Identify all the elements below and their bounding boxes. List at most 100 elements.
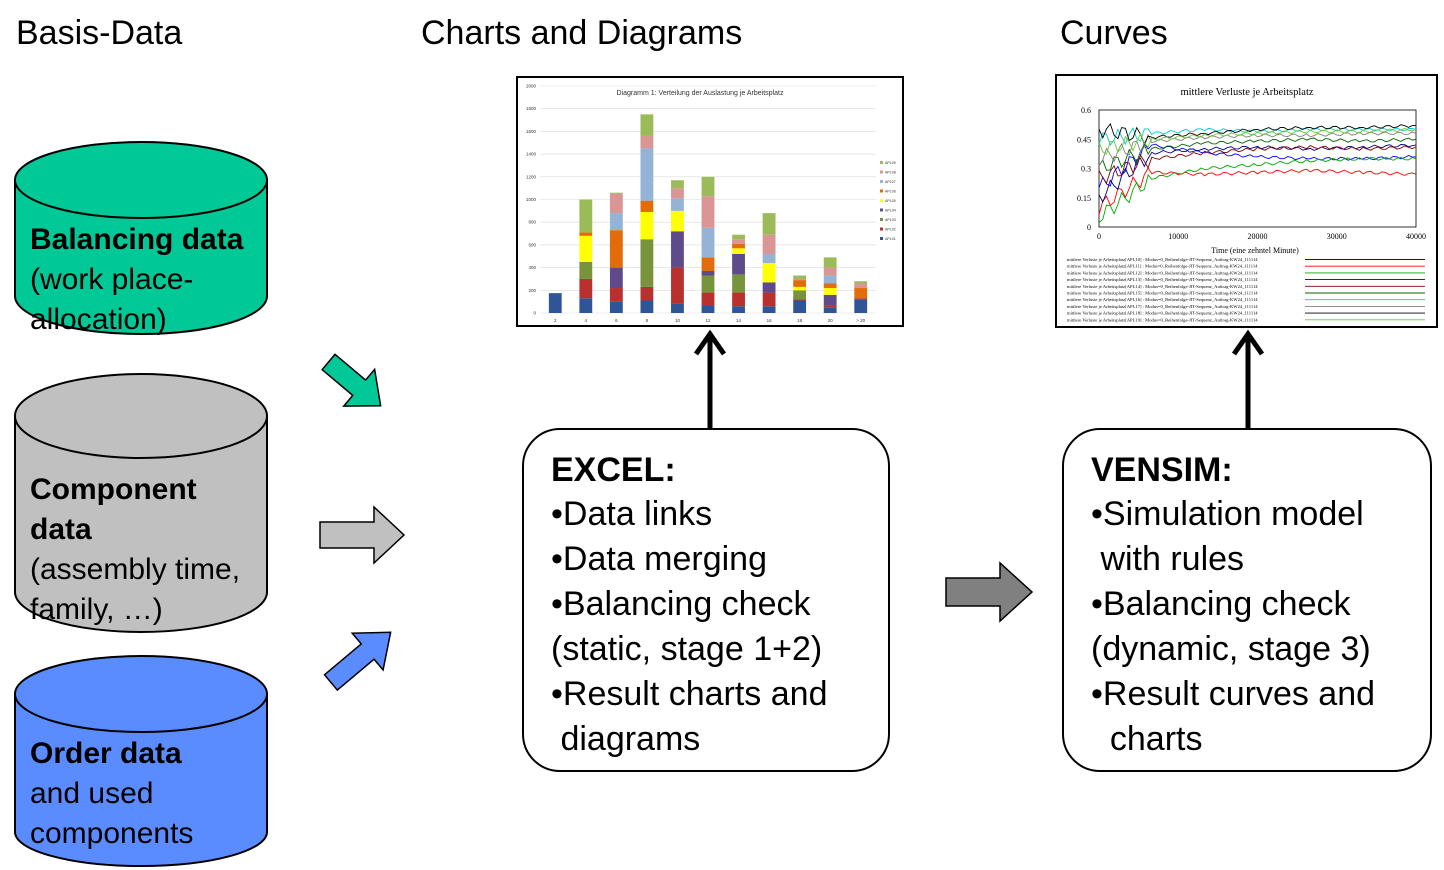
bar-segment <box>823 275 837 284</box>
bar-segment <box>732 248 745 254</box>
bar-segment <box>854 298 868 300</box>
bar-x-tick-label: 20 <box>828 318 834 323</box>
header-curves: Curves <box>1060 14 1168 52</box>
balancing-data-line2: allocation) <box>30 303 167 336</box>
curve-series-line <box>1098 167 1417 215</box>
bar-segment <box>823 294 837 306</box>
vensim-line-2: with rules <box>1091 540 1245 578</box>
excel-bar-chart: Diagramm 1: Verteilung der Auslastung je… <box>516 76 904 327</box>
bar-segment <box>579 235 593 262</box>
bar-segment <box>823 257 837 268</box>
bar-segment <box>762 253 776 264</box>
bar-y-tick-label: 800 <box>528 220 536 225</box>
curve-plot-frame <box>1098 109 1417 228</box>
bar-segment <box>823 305 837 308</box>
bar-segment <box>732 253 745 275</box>
bar-chart-title: Diagramm 1: Verteilung der Auslastung je… <box>617 90 784 97</box>
component-data-title-2: data <box>30 513 92 546</box>
curve-legend-label: mittlere Verluste je Arbeitsplatz[APL16]… <box>1067 297 1258 302</box>
bar-legend-swatch <box>880 237 883 240</box>
bar-segment <box>732 292 745 307</box>
gray-arrow <box>319 505 406 565</box>
balancing-data-line1: (work place- <box>30 263 194 296</box>
curve-legend-label: mittlere Verluste je Arbeitsplatz[APL12]… <box>1067 270 1258 275</box>
bar-x-tick-label: > 20 <box>856 318 865 323</box>
bar-legend-swatch <box>880 218 883 221</box>
bar-y-tick-label: 1200 <box>526 174 537 179</box>
bar-segment <box>823 307 837 313</box>
curve-series-line <box>1098 131 1417 167</box>
bar-x-tick-label: 6 <box>615 318 618 323</box>
bar-legend-label: APL09 <box>885 161 896 165</box>
curve-x-tick-label: 40000 <box>1406 232 1426 241</box>
bar-x-tick-label: 12 <box>705 318 711 323</box>
bar-segment <box>671 267 684 304</box>
component-data-line2: family, …) <box>30 593 163 626</box>
bar-segment <box>671 188 684 199</box>
bar-segment <box>671 231 684 268</box>
curve-y-tick-label: 0.3 <box>1081 165 1091 174</box>
curve-legend-label: mittlere Verluste je Arbeitsplatz[APL19]… <box>1067 317 1258 322</box>
bar-segment <box>762 234 776 254</box>
component-data-line1: (assembly time, <box>30 553 241 586</box>
curve-y-tick-label: 0.15 <box>1077 194 1091 203</box>
bar-y-tick-label: 400 <box>528 265 536 270</box>
bar-y-tick-label: 600 <box>528 242 536 247</box>
vensim-line-4: (dynamic, stage 3) <box>1091 630 1371 668</box>
bar-segment <box>793 275 807 279</box>
component-data-cylinder: Component data (assembly time, family, …… <box>14 372 268 634</box>
bar-legend-label: APL04 <box>885 209 896 213</box>
bar-segment <box>762 263 776 283</box>
bar-x-tick-label: 14 <box>736 318 742 323</box>
bar-segment <box>701 196 715 228</box>
component-cylinder-shape <box>14 373 268 633</box>
vensim-line-3: •Balancing check <box>1091 585 1351 623</box>
order-cylinder-shape <box>14 655 268 867</box>
bar-segment <box>640 114 654 136</box>
bar-segment <box>579 199 593 233</box>
vensim-line-6: charts <box>1091 720 1203 758</box>
bar-segment <box>609 230 623 268</box>
bar-legend-swatch <box>880 199 883 202</box>
bar-legend-label: APL02 <box>885 228 896 232</box>
curve-series-line <box>1098 127 1417 155</box>
excel-line-2: •Data merging <box>551 540 768 578</box>
component-data-title-1: Component <box>30 473 197 506</box>
order-data-title: Order data <box>30 737 182 770</box>
bar-legend-label: APL01 <box>885 237 896 241</box>
curve-legend-label: mittlere Verluste je Arbeitsplatz[APL13]… <box>1067 277 1258 282</box>
excel-line-6: diagrams <box>551 720 701 758</box>
bar-x-tick-label: 2 <box>554 318 557 323</box>
bar-segment <box>640 239 654 287</box>
excel-line-1: •Data links <box>551 495 713 533</box>
bar-legend-label: APL08 <box>885 171 896 175</box>
curve-legend-label: mittlere Verluste je Arbeitsplatz[APL11]… <box>1067 264 1258 269</box>
bar-segment <box>732 239 745 244</box>
curve-legend-label: mittlere Verluste je Arbeitsplatz[APL18]… <box>1067 311 1258 316</box>
curve-y-tick-label: 0.45 <box>1077 135 1091 144</box>
excel-to-vensim-arrow <box>945 561 1034 623</box>
bar-y-tick-label: 1400 <box>526 152 537 157</box>
bar-legend-label: APL06 <box>885 190 896 194</box>
vensim-title: VENSIM: <box>1091 451 1233 489</box>
bar-segment <box>762 306 776 313</box>
bar-segment <box>671 303 684 313</box>
bar-y-tick-label: 1800 <box>526 106 537 111</box>
bar-legend-swatch <box>880 227 883 231</box>
bar-segment <box>640 211 654 240</box>
bar-segment <box>609 192 623 194</box>
bar-segment <box>701 305 715 313</box>
bar-chart-svg: Diagramm 1: Verteilung der Auslastung je… <box>526 84 896 324</box>
curve-legend-label: mittlere Verluste je Arbeitsplatz[APL17]… <box>1067 304 1258 309</box>
bar-legend-swatch <box>880 180 883 183</box>
order-data-cylinder: Order data and used components <box>14 654 268 868</box>
order-data-line2: components <box>30 817 194 850</box>
balancing-cylinder-shape <box>14 141 268 335</box>
balancing-data-cylinder: Balancing data (work place- allocation) <box>14 140 268 336</box>
balancing-data-title: Balancing data <box>30 223 244 256</box>
bar-legend-label: APL05 <box>885 199 896 203</box>
bar-segment <box>732 306 745 313</box>
bar-legend-swatch <box>880 161 883 164</box>
curve-series-line <box>1098 144 1417 184</box>
bar-segment <box>732 234 745 240</box>
